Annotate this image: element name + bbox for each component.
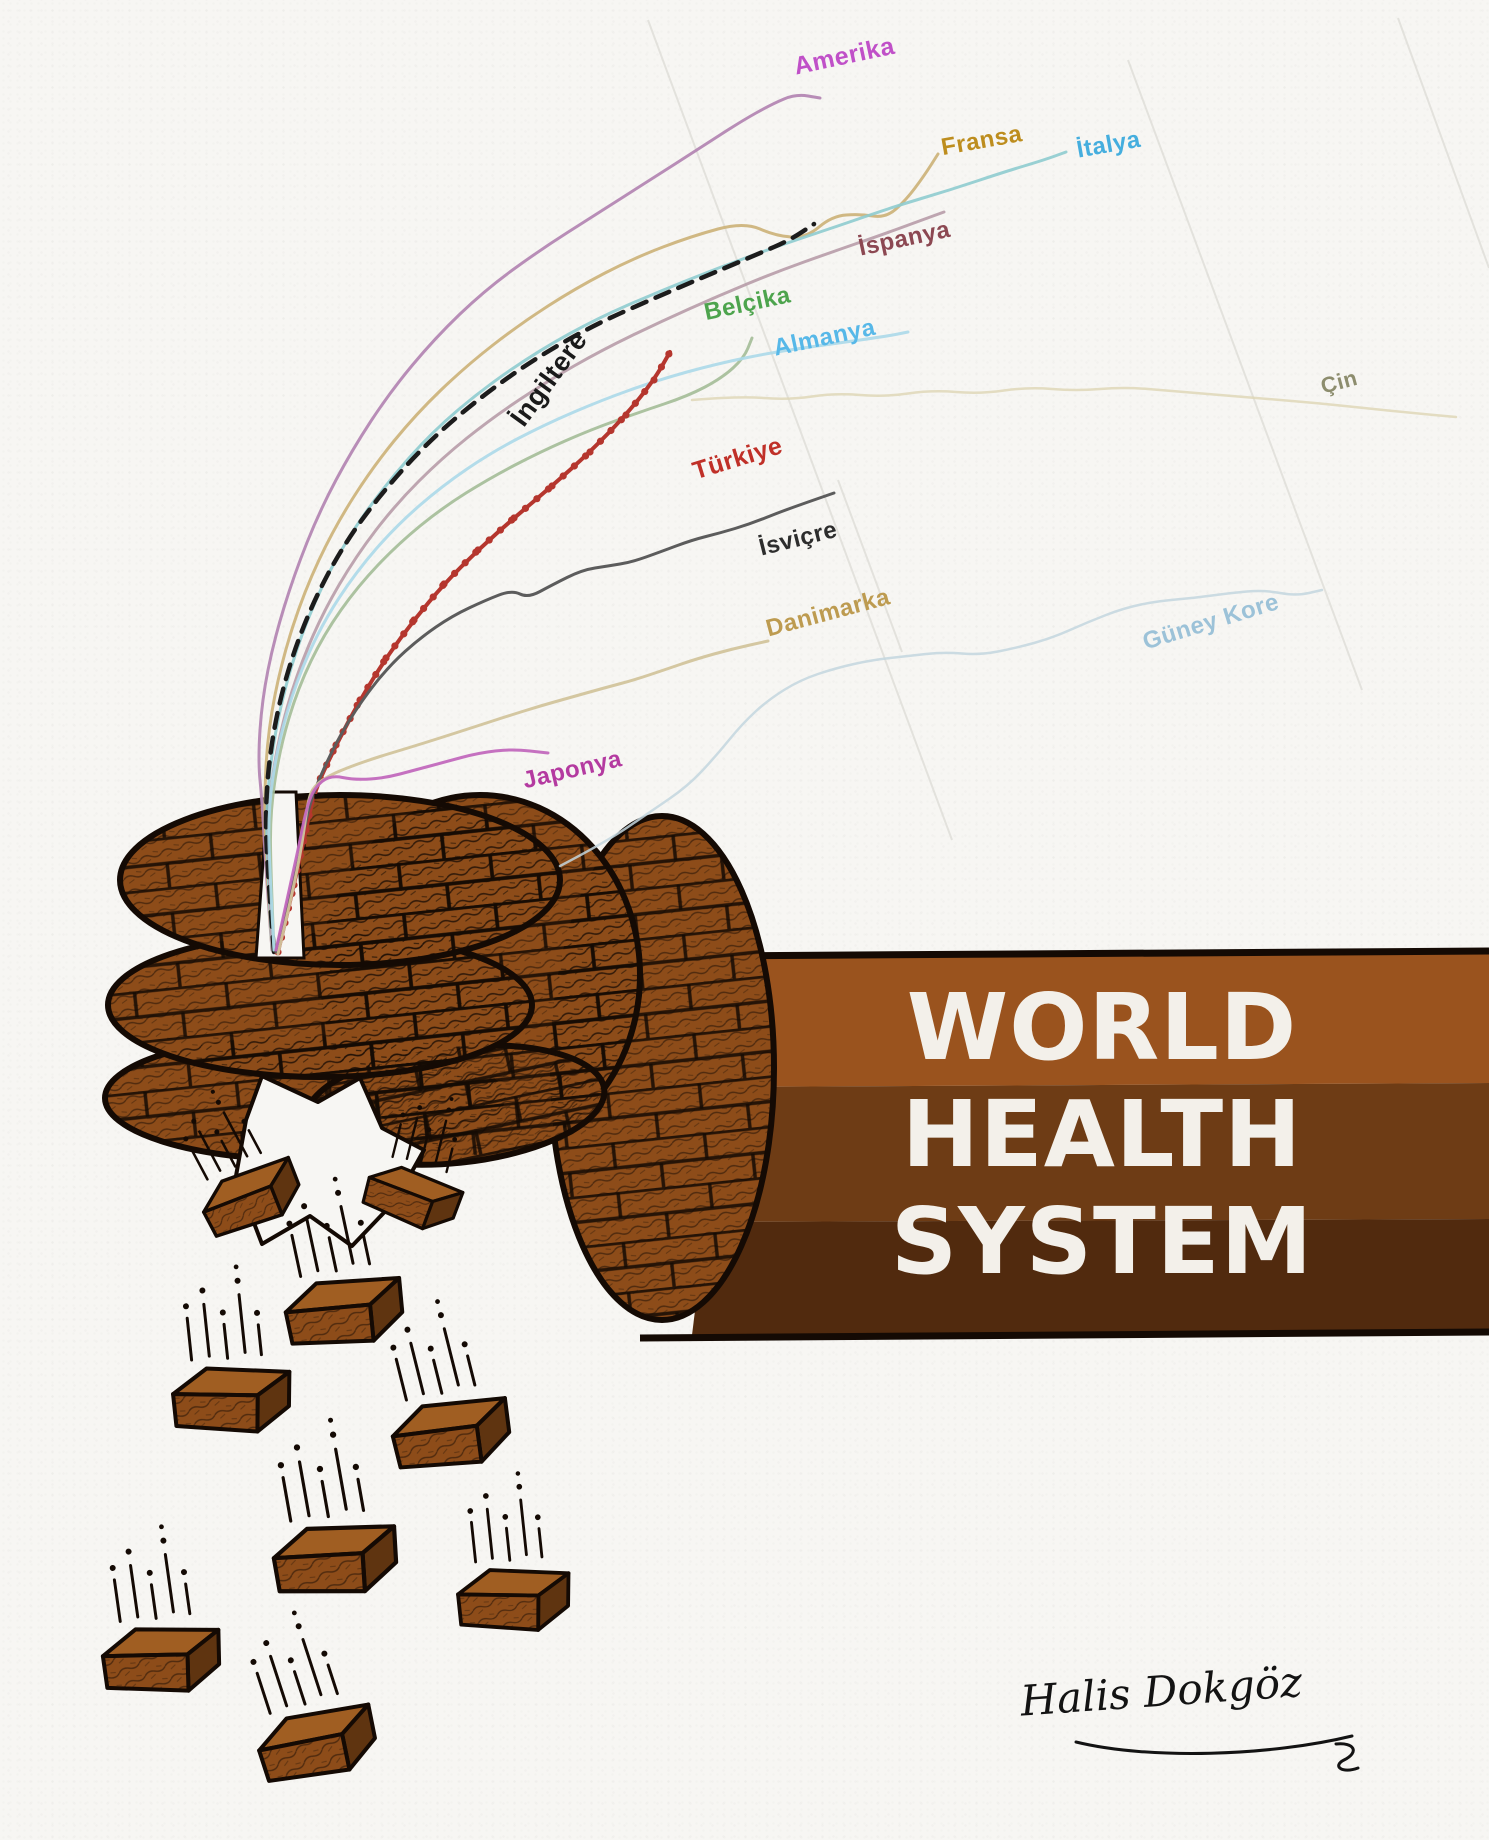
line-dot <box>622 411 630 419</box>
series-label-i̇spanya: İspanya <box>856 216 953 262</box>
line-dot <box>372 670 380 679</box>
line-dot <box>548 482 556 490</box>
falling-brick <box>83 1516 229 1704</box>
fist-hatch-texture <box>105 795 774 1320</box>
arm-band-dark-stripe <box>692 1219 1489 1335</box>
series-line-güney-kore <box>558 588 1324 868</box>
series-line-i̇ngiltere <box>263 221 817 955</box>
series-label-i̇ngiltere: İngiltere <box>504 326 593 432</box>
gridline <box>1127 59 1363 691</box>
series-line-belçika <box>268 336 754 952</box>
line-dot <box>474 546 482 554</box>
series-line-almanya <box>267 330 910 952</box>
line-dot <box>641 387 649 396</box>
line-dot <box>533 495 541 503</box>
line-dot <box>420 604 428 613</box>
line-dot <box>440 580 448 588</box>
falling-brick <box>252 1410 405 1606</box>
line-dot <box>382 654 390 662</box>
line-dot <box>461 559 469 567</box>
line-dot <box>596 437 605 445</box>
gridline <box>837 479 903 653</box>
arm-bottom-outline <box>639 1328 1489 1342</box>
arm-caption: WORLD HEALTH SYSTEM <box>690 974 1489 1295</box>
arm-band-mid-stripe <box>706 1083 1489 1222</box>
series-line-i̇sviçre <box>274 491 836 954</box>
gridline <box>647 19 953 841</box>
line-dot <box>607 426 615 435</box>
line-dot <box>617 416 625 424</box>
signature-flourish <box>1074 1734 1360 1772</box>
line-dot <box>391 642 399 650</box>
series-label-i̇talya: İtalya <box>1075 126 1143 164</box>
series-label-türkiye: Türkiye <box>689 431 786 485</box>
series-line-fransa <box>263 152 940 952</box>
arm-band-light-stripe <box>700 950 1489 1087</box>
falling-brick <box>158 1258 298 1442</box>
series-label-danimarka: Danimarka <box>763 583 893 642</box>
series-label-güney-kore: Güney Kore <box>1139 588 1282 655</box>
line-dot <box>451 569 459 577</box>
line-dot <box>410 616 418 624</box>
arm-band <box>639 947 1489 1342</box>
line-dot <box>510 514 518 522</box>
caption-line-health: HEALTH <box>901 1081 1303 1188</box>
series-line-japonya <box>274 748 550 952</box>
line-dot <box>400 630 408 638</box>
brick-fist-illustration <box>105 790 774 1320</box>
falling-brick <box>219 1595 388 1797</box>
gridline <box>1397 17 1489 269</box>
line-dot <box>570 462 578 470</box>
line-dot <box>521 504 530 512</box>
line-dot <box>496 526 505 534</box>
series-label-amerika: Amerika <box>791 32 897 81</box>
series-label-almanya: Almanya <box>771 314 878 362</box>
falling-bricks <box>83 1166 576 1797</box>
series-label-çin: Çin <box>1318 365 1360 399</box>
falling-brick <box>443 1465 576 1640</box>
line-dot <box>429 593 437 601</box>
line-dot <box>586 448 594 456</box>
line-dot <box>631 399 639 407</box>
series-line-amerika <box>257 93 822 952</box>
arm-top-outline <box>699 947 1489 960</box>
series-line-çin <box>690 386 1458 419</box>
gridlines <box>647 17 1489 841</box>
line-dot <box>650 376 658 384</box>
chart-lines <box>257 93 1458 956</box>
line-dot <box>559 472 567 480</box>
line-dot <box>657 363 666 371</box>
series-label-i̇sviçre: İsviçre <box>756 516 840 561</box>
series-label-fransa: Fransa <box>939 120 1024 161</box>
caption-line-system: SYSTEM <box>890 1188 1314 1295</box>
line-dot <box>485 536 493 544</box>
line-dot <box>665 350 673 358</box>
caption-line-world: WORLD <box>906 974 1298 1081</box>
